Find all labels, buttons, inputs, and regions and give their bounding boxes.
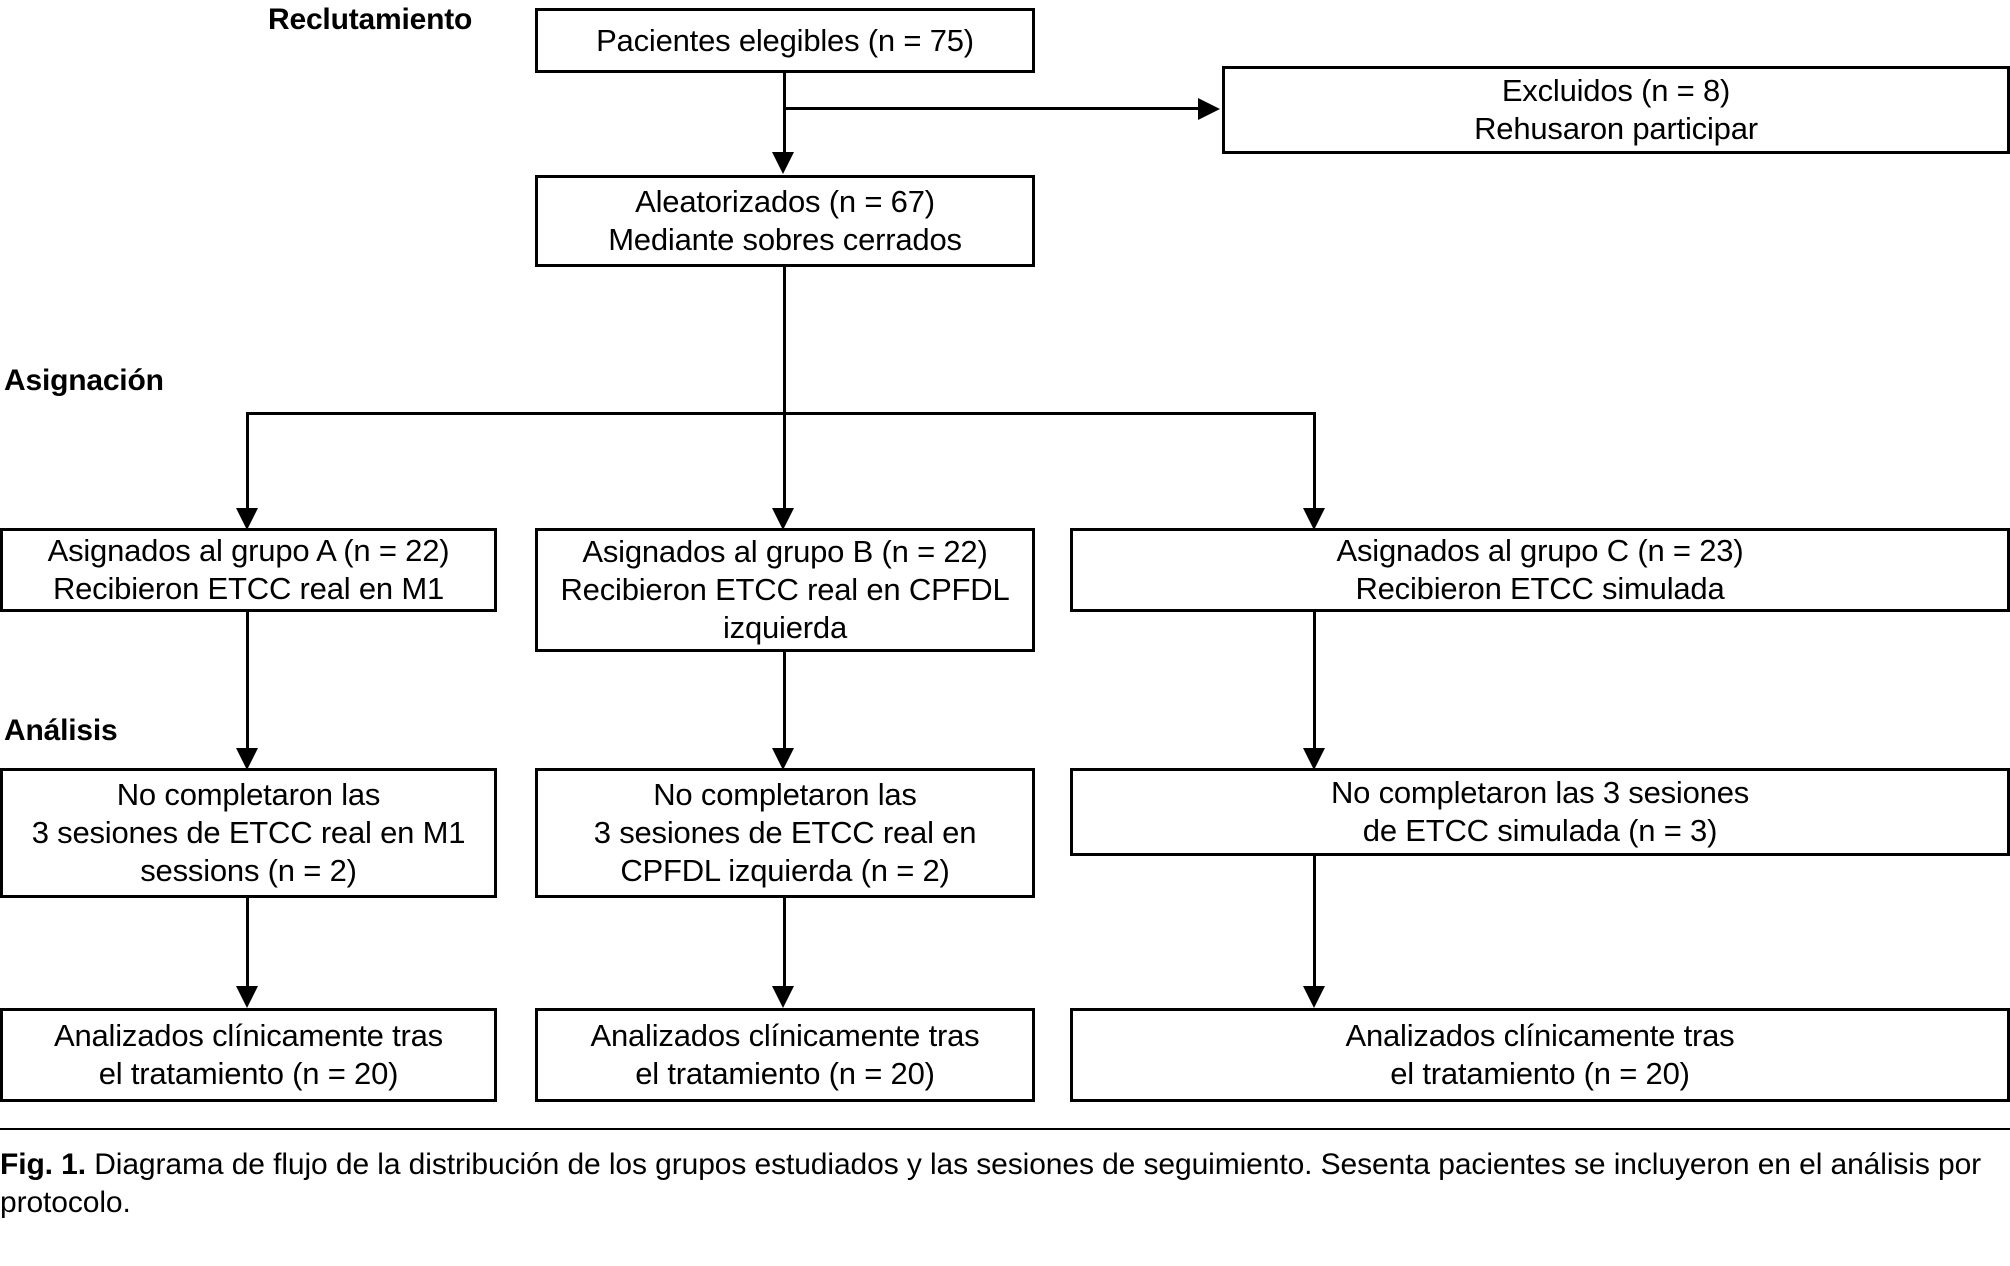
box-analizados-a: Analizados clínicamente tras el tratamie… (0, 1008, 497, 1102)
box-no-completaron-b-text: No completaron las 3 sesiones de ETCC re… (593, 777, 977, 888)
connector-alloc-b-to-follow-b (783, 652, 786, 752)
box-analizados-c: Analizados clínicamente tras el tratamie… (1070, 1008, 2010, 1102)
figure-caption-prefix: Fig. 1. (0, 1148, 86, 1181)
arrowhead-split-to-alloc-b (772, 508, 794, 530)
box-aleatorizados-text: Aleatorizados (n = 67) Mediante sobres c… (608, 184, 962, 257)
arrowhead-split-to-alloc-c (1303, 508, 1325, 530)
connector-randomized-split-bar (246, 412, 1316, 415)
box-asignados-grupo-c-text: Asignados al grupo C (n = 23) Recibieron… (1336, 533, 1744, 606)
arrowhead-follow-a-to-analysis-a (236, 986, 258, 1008)
connector-split-to-alloc-a (246, 412, 249, 517)
arrowhead-alloc-c-to-follow-c (1303, 748, 1325, 770)
box-no-completaron-b: No completaron las 3 sesiones de ETCC re… (535, 768, 1035, 898)
arrowhead-split-to-alloc-a (236, 508, 258, 530)
box-pacientes-elegibles: Pacientes elegibles (n = 75) (535, 8, 1035, 73)
stage-label-analisis: Análisis (4, 714, 118, 747)
figure-caption: Fig. 1. Diagrama de flujo de la distribu… (0, 1146, 2010, 1222)
box-asignados-grupo-c: Asignados al grupo C (n = 23) Recibieron… (1070, 528, 2010, 612)
box-no-completaron-a-text: No completaron las 3 sesiones de ETCC re… (31, 777, 466, 888)
box-analizados-a-text: Analizados clínicamente tras el tratamie… (54, 1018, 443, 1091)
box-aleatorizados: Aleatorizados (n = 67) Mediante sobres c… (535, 175, 1035, 267)
arrowhead-alloc-a-to-follow-a (236, 748, 258, 770)
box-asignados-grupo-a-text: Asignados al grupo A (n = 22) Recibieron… (47, 533, 450, 606)
connector-split-to-alloc-c (1313, 412, 1316, 517)
connector-follow-c-to-analysis-c (1313, 856, 1316, 990)
box-analizados-b-text: Analizados clínicamente tras el tratamie… (590, 1018, 980, 1091)
arrowhead-eligible-to-randomized (772, 152, 794, 174)
arrowhead-follow-c-to-analysis-c (1303, 986, 1325, 1008)
caption-divider (0, 1128, 2010, 1130)
box-asignados-grupo-b: Asignados al grupo B (n = 22) Recibieron… (535, 528, 1035, 652)
connector-eligible-to-randomized (783, 73, 786, 163)
box-no-completaron-c-text: No completaron las 3 sesiones de ETCC si… (1330, 775, 1750, 848)
arrowhead-follow-b-to-analysis-b (772, 986, 794, 1008)
connector-follow-a-to-analysis-a (246, 898, 249, 990)
connector-alloc-c-to-follow-c (1313, 612, 1316, 752)
connector-split-to-alloc-b (783, 412, 786, 517)
box-asignados-grupo-b-text: Asignados al grupo B (n = 22) Recibieron… (560, 534, 1010, 645)
box-asignados-grupo-a: Asignados al grupo A (n = 22) Recibieron… (0, 528, 497, 612)
connector-randomized-stem (783, 267, 786, 415)
box-pacientes-elegibles-text: Pacientes elegibles (n = 75) (596, 22, 974, 58)
figure-caption-text: Diagrama de flujo de la distribución de … (0, 1148, 1982, 1219)
stage-label-reclutamiento: Reclutamiento (268, 3, 473, 36)
box-no-completaron-a: No completaron las 3 sesiones de ETCC re… (0, 768, 497, 898)
box-no-completaron-c: No completaron las 3 sesiones de ETCC si… (1070, 768, 2010, 856)
connector-eligible-to-excluidos (783, 107, 1198, 110)
connector-follow-b-to-analysis-b (783, 898, 786, 990)
arrowhead-alloc-b-to-follow-b (772, 748, 794, 770)
arrowhead-eligible-to-excluidos (1198, 98, 1220, 120)
box-excluidos-text: Excluidos (n = 8) Rehusaron participar (1474, 73, 1758, 146)
connector-alloc-a-to-follow-a (246, 612, 249, 752)
box-analizados-b: Analizados clínicamente tras el tratamie… (535, 1008, 1035, 1102)
stage-label-asignacion: Asignación (4, 364, 164, 397)
box-excluidos: Excluidos (n = 8) Rehusaron participar (1222, 66, 2010, 154)
box-analizados-c-text: Analizados clínicamente tras el tratamie… (1345, 1018, 1735, 1091)
